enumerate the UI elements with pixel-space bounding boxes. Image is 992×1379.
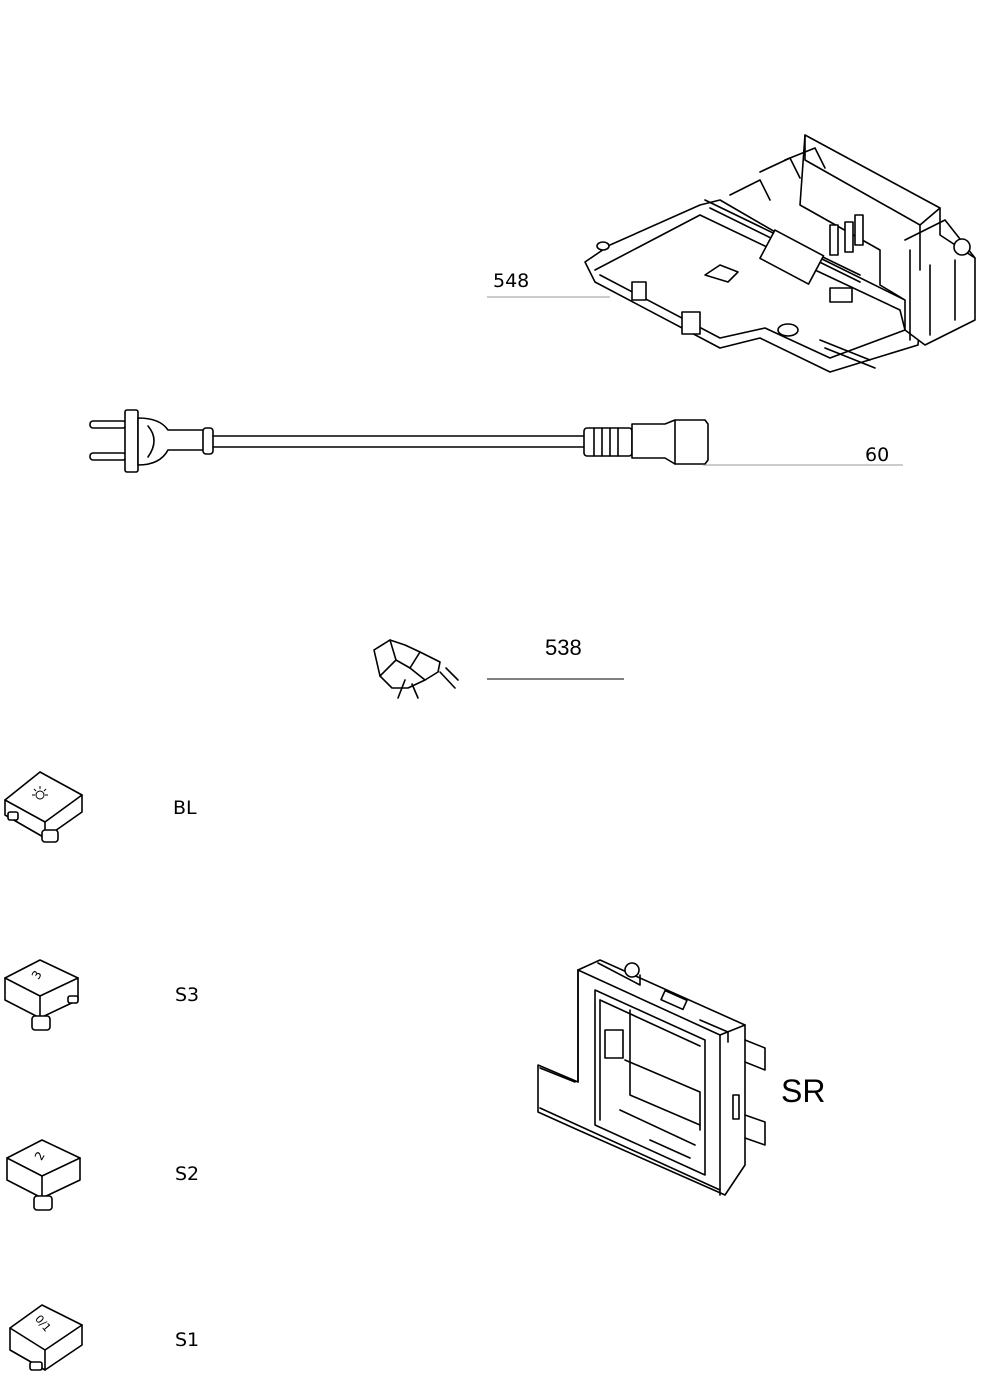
button-s2-drawing xyxy=(6,1139,81,1211)
button-bl-drawing xyxy=(4,771,83,843)
power-cord-drawing xyxy=(89,409,709,473)
part-label-s1: S1 xyxy=(175,1329,200,1351)
part-label-bl: BL xyxy=(173,797,197,819)
part-label-548: 548 xyxy=(493,270,530,292)
part-label-sr: SR xyxy=(781,1073,826,1109)
part-label-s2: S2 xyxy=(175,1163,200,1185)
switch-frame-drawing xyxy=(537,959,766,1196)
circuit-board-housing-drawing xyxy=(584,134,976,373)
part-label-s3: S3 xyxy=(175,984,200,1006)
button-s1-drawing xyxy=(9,1304,83,1371)
button-s3-drawing xyxy=(4,959,79,1031)
part-label-60: 60 xyxy=(865,444,890,466)
cable-clip-drawing xyxy=(373,639,459,699)
part-label-538: 538 xyxy=(545,635,582,660)
